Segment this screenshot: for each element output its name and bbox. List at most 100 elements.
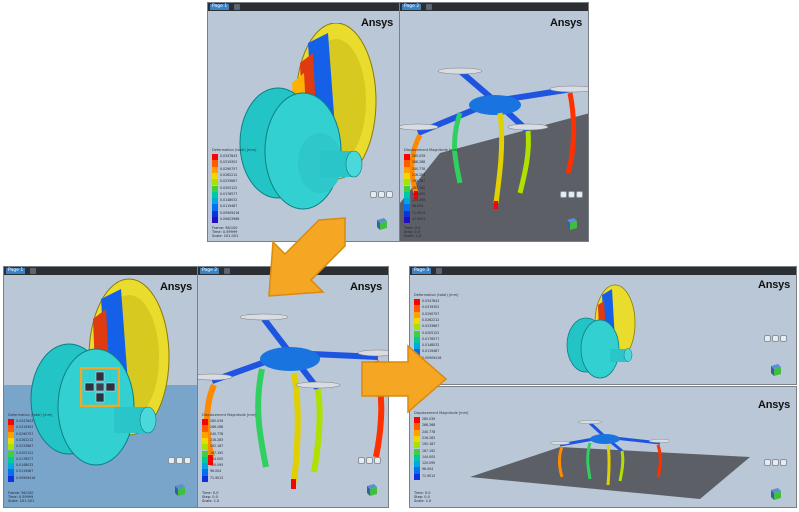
- legend-label: 192.187: [210, 444, 224, 449]
- legend-swatch: [404, 198, 410, 205]
- legend-swatch: [8, 425, 14, 432]
- legend-swatch: [404, 217, 410, 224]
- legend-swatch: [8, 463, 14, 470]
- legend-label: 144.005: [210, 456, 224, 461]
- legend-swatch: [414, 429, 420, 436]
- viewport-top-left[interactable]: Page 1 Ansys Deformation (total) [mm] 0.…: [207, 2, 400, 242]
- orientation-cube[interactable]: [364, 481, 380, 497]
- legend-label: 120.095: [412, 198, 426, 203]
- legend-label: 216.283: [412, 172, 426, 177]
- arrow-right-icon: [361, 344, 448, 414]
- legend-label: 192.187: [422, 442, 436, 447]
- legend-label: 0.0176577: [220, 191, 238, 196]
- legend-swatch: [414, 454, 420, 462]
- legend-swatch: [202, 469, 208, 476]
- viewport-mid-left[interactable]: Page 1 Ansys Deformation (total) [mm] 0.…: [3, 266, 199, 508]
- tab-page-1[interactable]: Page 1: [6, 268, 26, 274]
- legend-swatch: [202, 456, 208, 464]
- tab-add-icon[interactable]: [234, 4, 240, 10]
- flywheel-model: [239, 23, 377, 210]
- legend-swatch: [404, 204, 410, 211]
- legend-title: Displacement Magnitude [mm]: [404, 148, 459, 152]
- legend-swatch: [404, 179, 410, 186]
- tab-page-2[interactable]: Page 2: [200, 268, 220, 274]
- orientation-cube[interactable]: [564, 215, 580, 231]
- legend-swatch: [202, 450, 208, 457]
- legend-title: Deformation (total) [mm]: [212, 148, 257, 152]
- tab-bar: Page 1: [4, 267, 198, 275]
- legend-label: 71.9013: [422, 473, 436, 478]
- legend-swatch: [202, 475, 208, 482]
- legend-swatch: [8, 469, 14, 476]
- legend-label: 120.095: [210, 463, 224, 468]
- orientation-cube[interactable]: [374, 215, 390, 231]
- dock-target-icon[interactable]: [80, 367, 120, 407]
- legend-label: 96.004: [210, 469, 222, 474]
- tab-page-2[interactable]: Page 2: [402, 4, 422, 10]
- view-controls[interactable]: [168, 457, 191, 465]
- legend-swatch: [414, 473, 420, 480]
- tab-page-1[interactable]: Page 1: [210, 4, 230, 10]
- tab-add-icon[interactable]: [426, 4, 432, 10]
- legend-swatch: [212, 185, 218, 192]
- view-controls[interactable]: [764, 335, 787, 343]
- view-controls[interactable]: [358, 457, 381, 465]
- legend-label: 0.0148032: [16, 463, 34, 468]
- legend-label: 96.004: [412, 204, 424, 209]
- tab-add-icon[interactable]: [30, 268, 36, 274]
- orientation-cube[interactable]: [172, 481, 188, 497]
- frame-info: Time: 0.0 Step: 0.0 Scale: 1.0: [404, 226, 422, 239]
- legend-label: 167.192: [422, 448, 436, 453]
- viewport-top-right[interactable]: Page 2 Ansys Displacement Magnitude [mm]…: [399, 2, 589, 242]
- legend-swatch: [414, 299, 420, 306]
- legend-label: 0.0148032: [220, 198, 238, 203]
- legend-swatch: [212, 154, 218, 161]
- legend-label: 192.187: [412, 179, 426, 184]
- ansys-logo: Ansys: [549, 17, 582, 29]
- flywheel-model: [566, 284, 636, 379]
- view-controls[interactable]: [560, 191, 583, 199]
- legend-swatch: [414, 330, 420, 337]
- legend-label: 0.0233667: [220, 179, 238, 184]
- legend-swatch: [414, 324, 420, 331]
- ansys-logo: Ansys: [159, 281, 192, 293]
- legend-label: 0.0205122: [220, 185, 238, 190]
- legend-label: 144.005: [422, 454, 436, 459]
- viewport-right-top[interactable]: Page 3 Ansys Deformation (total) [mm] 0.…: [409, 266, 797, 385]
- frame-info: Frame: 56/100 Time: 0.59999 Scale: 101.0…: [212, 226, 239, 239]
- legend-label: 0.0262212: [16, 437, 34, 442]
- legend-swatch: [414, 442, 420, 449]
- legend-swatch: [8, 450, 14, 457]
- legend-label: 47.9021: [412, 217, 426, 221]
- legend-title: Deformation (total) [mm]: [8, 413, 53, 417]
- drone-model: [400, 67, 588, 209]
- legend-label: 0.0262212: [220, 172, 238, 177]
- frame-info: Time: 0.0 Step: 0.0 Scale: 1.0: [202, 491, 220, 504]
- legend-label: 216.283: [210, 437, 224, 442]
- tab-add-icon[interactable]: [436, 268, 442, 274]
- tab-page-3[interactable]: Page 3: [412, 268, 432, 274]
- legend-label: 0.0205122: [16, 450, 34, 455]
- legend-label: 120.095: [422, 461, 436, 466]
- legend-swatch: [404, 210, 410, 217]
- orientation-cube[interactable]: [768, 485, 784, 501]
- tab-add-icon[interactable]: [224, 268, 230, 274]
- legend-swatch: [8, 437, 14, 445]
- legend-label: 285.039: [422, 417, 436, 421]
- legend-label: 0.0176577: [16, 456, 34, 461]
- legend-swatch: [8, 419, 14, 426]
- legend-swatch: [414, 423, 420, 430]
- legend-label: 0.0205122: [422, 330, 440, 335]
- legend-label: 167.192: [210, 450, 224, 455]
- view-controls[interactable]: [764, 459, 787, 467]
- legend-label: 0.0319302: [16, 425, 34, 430]
- legend-swatch: [414, 467, 420, 474]
- orientation-cube[interactable]: [768, 361, 784, 377]
- legend-label: 0.0290757: [220, 166, 238, 171]
- legend-swatch: [212, 172, 218, 180]
- legend-label: 0.00623966: [220, 217, 240, 221]
- view-controls[interactable]: [370, 191, 393, 199]
- viewport-right-bottom[interactable]: Ansys Displacement Magnitude [mm] 285.03…: [409, 386, 797, 508]
- legend-label: 0.0319302: [220, 160, 238, 165]
- legend-label: 0.0319302: [422, 305, 440, 310]
